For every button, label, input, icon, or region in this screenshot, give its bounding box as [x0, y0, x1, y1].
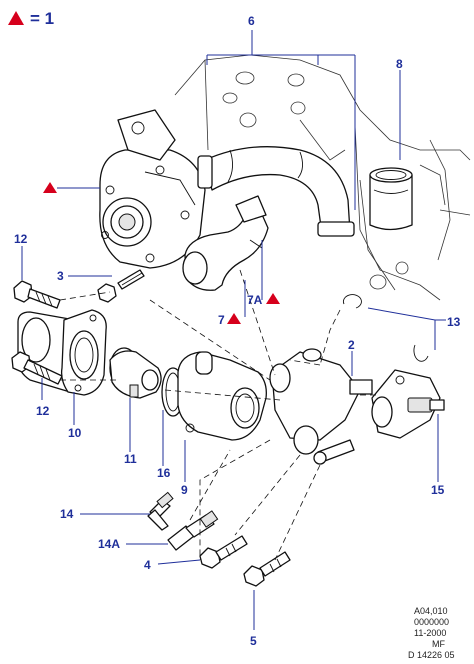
legend-label: = 1 — [30, 9, 54, 28]
engine-block — [174, 54, 471, 301]
part-3-bolt — [97, 269, 145, 303]
reference-line: 0000000 — [414, 617, 449, 627]
callout-7: 7 — [218, 313, 225, 327]
reference-line: D 14226 05 — [408, 650, 455, 660]
callout-9: 9 — [181, 483, 188, 497]
part-5-bolt — [243, 551, 291, 587]
reference-line: MF — [432, 639, 445, 649]
marker-triangle-icon — [227, 313, 241, 324]
callout-6: 6 — [248, 14, 255, 28]
reference-block: A04,010 0000000 11-2000 MF D 14226 05 — [408, 606, 455, 660]
part-11-thermostat — [109, 347, 162, 399]
part-12-bolt-upper — [13, 280, 61, 309]
part-14-sensor — [147, 491, 174, 531]
callout-5: 5 — [250, 634, 257, 648]
callout-16: 16 — [157, 466, 171, 480]
callout-3: 3 — [57, 269, 64, 283]
callout-12-lower: 12 — [36, 404, 50, 418]
callout-13: 13 — [447, 315, 461, 329]
part-15-sensor — [371, 369, 445, 439]
marker-triangle-icon — [266, 293, 280, 304]
marker-triangle-icon — [43, 182, 57, 193]
callout-14: 14 — [60, 507, 74, 521]
callout-7a: 7A — [247, 293, 263, 307]
part-12-bolt-lower — [11, 351, 63, 385]
part-13-circlips — [343, 294, 429, 362]
callout-14a: 14A — [98, 537, 120, 551]
part-9-thermostat-housing — [177, 351, 267, 441]
legend-triangle-icon — [8, 11, 24, 25]
part-14a-sensor — [167, 510, 219, 551]
part-6-upper-hose — [197, 146, 355, 237]
part-7-lower-hose — [182, 195, 269, 291]
part-8-sleeve — [369, 167, 413, 231]
reference-line: A04,010 — [414, 606, 448, 616]
callout-15: 15 — [431, 483, 445, 497]
callout-2: 2 — [348, 338, 355, 352]
part-10-flange — [17, 309, 107, 396]
callout-8: 8 — [396, 57, 403, 71]
assembly-lines — [59, 269, 380, 561]
callout-4: 4 — [144, 558, 151, 572]
callout-labels: 6 8 12 3 7A 7 2 13 12 10 11 16 9 15 14 1… — [14, 14, 461, 648]
part-4-bolt — [199, 535, 248, 569]
callout-12-upper: 12 — [14, 232, 28, 246]
part-2-outlet-housing — [269, 348, 373, 465]
reference-line: 11-2000 — [414, 628, 446, 638]
callout-11: 11 — [124, 452, 137, 466]
legend: = 1 — [8, 9, 54, 28]
water-pump — [99, 109, 206, 269]
leader-lines — [21, 30, 446, 630]
callout-10: 10 — [68, 426, 82, 440]
